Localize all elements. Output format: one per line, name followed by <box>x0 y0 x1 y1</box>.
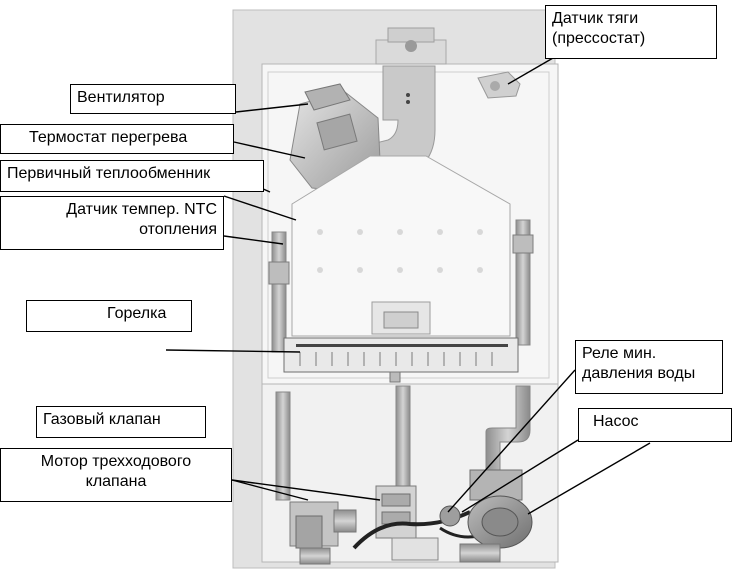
label-gas-valve-text: Газовый клапан <box>43 411 161 428</box>
three-way-valve <box>375 485 439 561</box>
label-draft-sensor-line2: (прессостат) <box>552 30 646 47</box>
label-min-water-pressure-relay-line1: Реле мин. <box>582 345 657 362</box>
label-burner-text: Горелка <box>107 305 167 322</box>
leader-lines <box>165 57 651 515</box>
label-primary-heat-exchanger: Первичный теплообменник <box>0 160 264 192</box>
label-three-way-valve-motor-line1: Мотор трехходового <box>40 453 192 470</box>
gas-valve <box>289 501 357 565</box>
label-pump: Насос <box>578 408 732 442</box>
label-overheat-thermostat: Термостат перегрева <box>0 124 234 154</box>
label-fan: Вентилятор <box>70 84 236 114</box>
label-pump-text: Насос <box>593 413 639 430</box>
label-burner: Горелка <box>26 300 192 332</box>
label-primary-heat-exchanger-text: Первичный теплообменник <box>7 165 211 182</box>
heat-exchanger <box>291 155 511 337</box>
label-gas-valve: Газовый клапан <box>36 406 206 438</box>
label-three-way-valve-motor: Мотор трехходового клапана <box>0 448 232 502</box>
label-min-water-pressure-relay-line2: давления воды <box>582 365 696 382</box>
label-ntc-sensor: Датчик темпер. NTC отопления <box>0 196 224 250</box>
label-draft-sensor: Датчик тяги (прессостат) <box>545 5 717 59</box>
label-ntc-sensor-line1: Датчик темпер. NTC <box>66 201 217 218</box>
label-fan-text: Вентилятор <box>77 89 165 106</box>
label-min-water-pressure-relay: Реле мин. давления воды <box>575 340 723 394</box>
pump <box>459 469 533 563</box>
label-three-way-valve-motor-line2: клапана <box>85 473 147 490</box>
burner <box>283 337 519 373</box>
pressure-relay <box>439 505 461 527</box>
label-draft-sensor-line1: Датчик тяги <box>552 10 639 27</box>
label-ntc-sensor-line2: отопления <box>139 221 217 238</box>
label-overheat-thermostat-text: Термостат перегрева <box>29 129 188 146</box>
